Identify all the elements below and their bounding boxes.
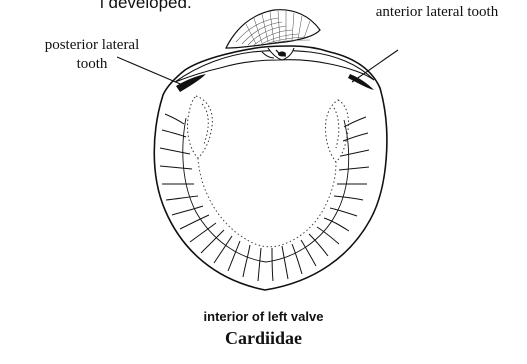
umbo bbox=[226, 10, 320, 48]
anterior-lateral-tooth-label: anterior lateral tooth bbox=[370, 3, 504, 22]
family-name: Cardiidae bbox=[0, 328, 527, 349]
top-cut-text: l developed. bbox=[100, 0, 192, 13]
figure-caption: interior of left valve bbox=[0, 309, 527, 324]
posterior-lateral-tooth-label: posterior lateral tooth bbox=[36, 36, 148, 74]
